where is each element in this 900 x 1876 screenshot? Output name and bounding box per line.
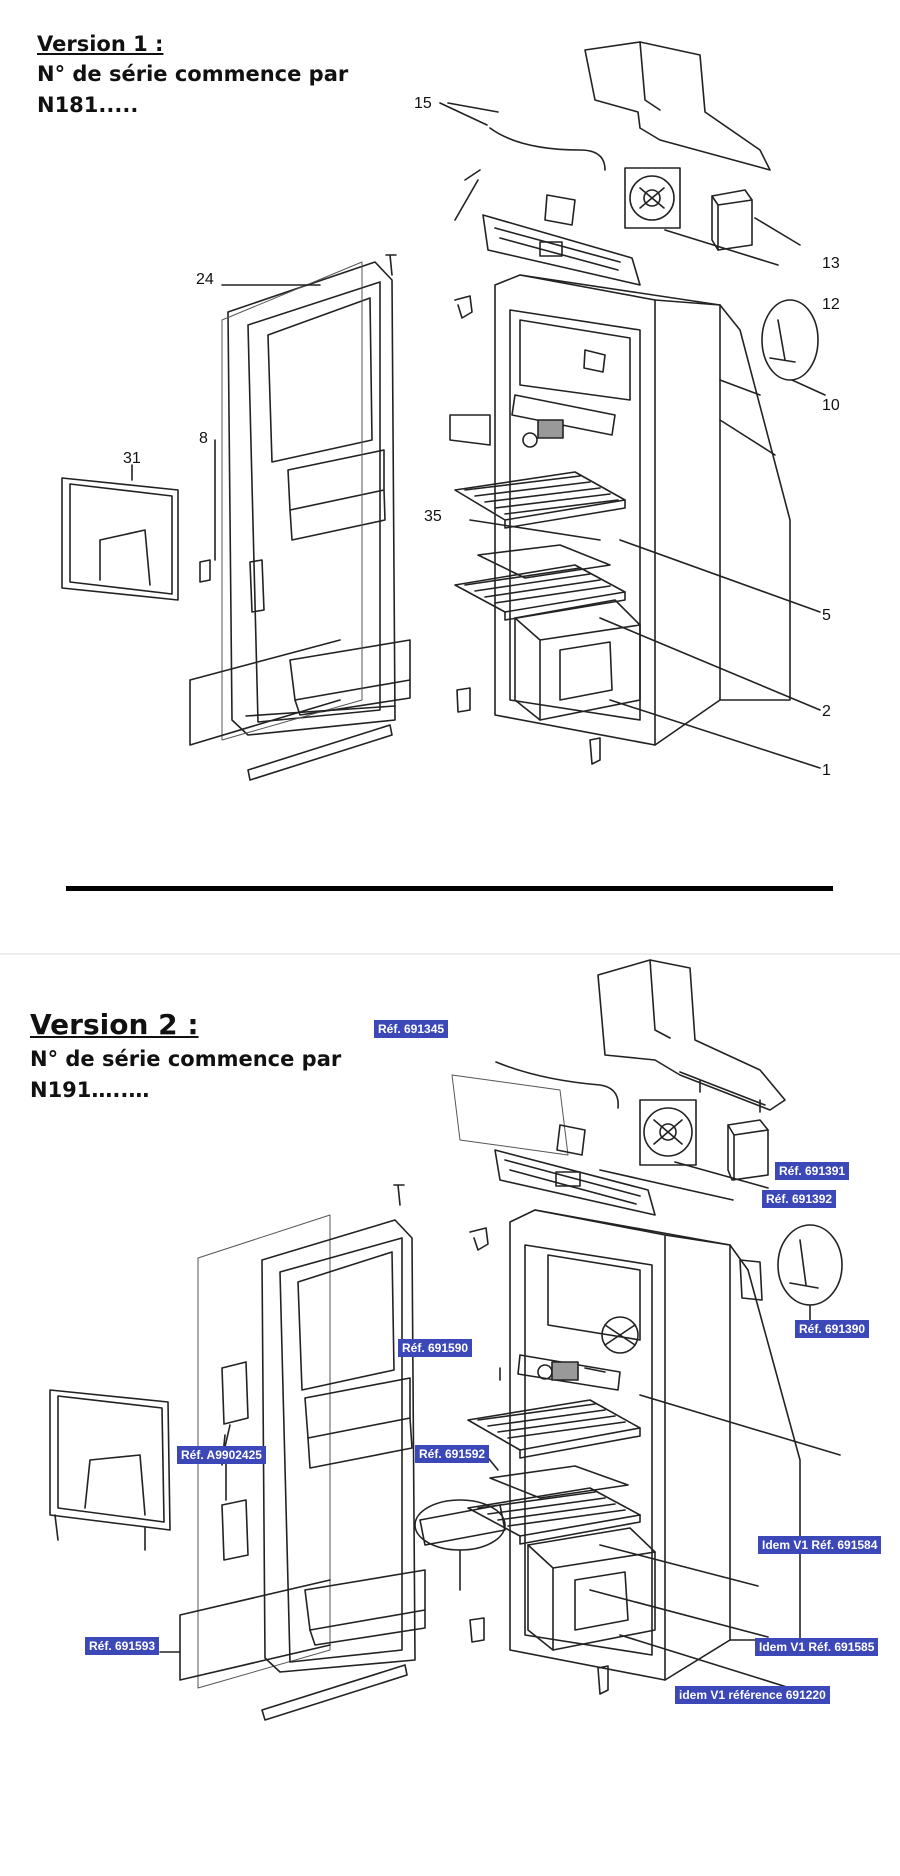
- version1-part-35: 35: [424, 508, 442, 525]
- version1-part-24: 24: [196, 271, 214, 288]
- ref-label-691392: Réf. 691392: [762, 1190, 837, 1208]
- version2-title: Version 2 :: [30, 1008, 199, 1041]
- version1-part-2: 2: [822, 703, 831, 720]
- version1-part-31: 31: [123, 450, 141, 467]
- section-separator: [0, 953, 900, 955]
- version2-serial-line2: N191…..…: [30, 1078, 150, 1102]
- ref-label-691592: Réf. 691592: [415, 1445, 490, 1463]
- ref-label-a9902425: Réf. A9902425: [177, 1446, 266, 1464]
- section-divider: [66, 886, 833, 891]
- version1-title: Version 1 :: [37, 32, 164, 56]
- version1-serial-line2: N181.....: [37, 93, 139, 117]
- ref-label-691391: Réf. 691391: [775, 1162, 850, 1180]
- ref-label-691345: Réf. 691345: [374, 1020, 449, 1038]
- version1-part-13: 13: [822, 255, 840, 272]
- version1-part-15: 15: [414, 95, 432, 112]
- version1-part-5: 5: [822, 607, 831, 624]
- version2-serial-line1: N° de série commence par: [30, 1047, 342, 1071]
- ref-label-idem-v1-691584: Idem V1 Réf. 691584: [758, 1536, 882, 1554]
- version1-part-10: 10: [822, 397, 840, 414]
- ref-label-691590: Réf. 691590: [398, 1339, 473, 1357]
- version1-part-12: 12: [822, 296, 840, 313]
- ref-label-idem-v1-691220: idem V1 référence 691220: [675, 1686, 830, 1704]
- version1-serial-line1: N° de série commence par: [37, 62, 349, 86]
- ref-label-691593: Réf. 691593: [85, 1637, 160, 1655]
- ref-label-idem-v1-691585: Idem V1 Réf. 691585: [755, 1638, 879, 1656]
- ref-label-691390: Réf. 691390: [795, 1320, 870, 1338]
- version1-part-1: 1: [822, 762, 831, 779]
- version1-part-8: 8: [199, 430, 208, 447]
- version1-exploded-diagram: [61, 41, 826, 781]
